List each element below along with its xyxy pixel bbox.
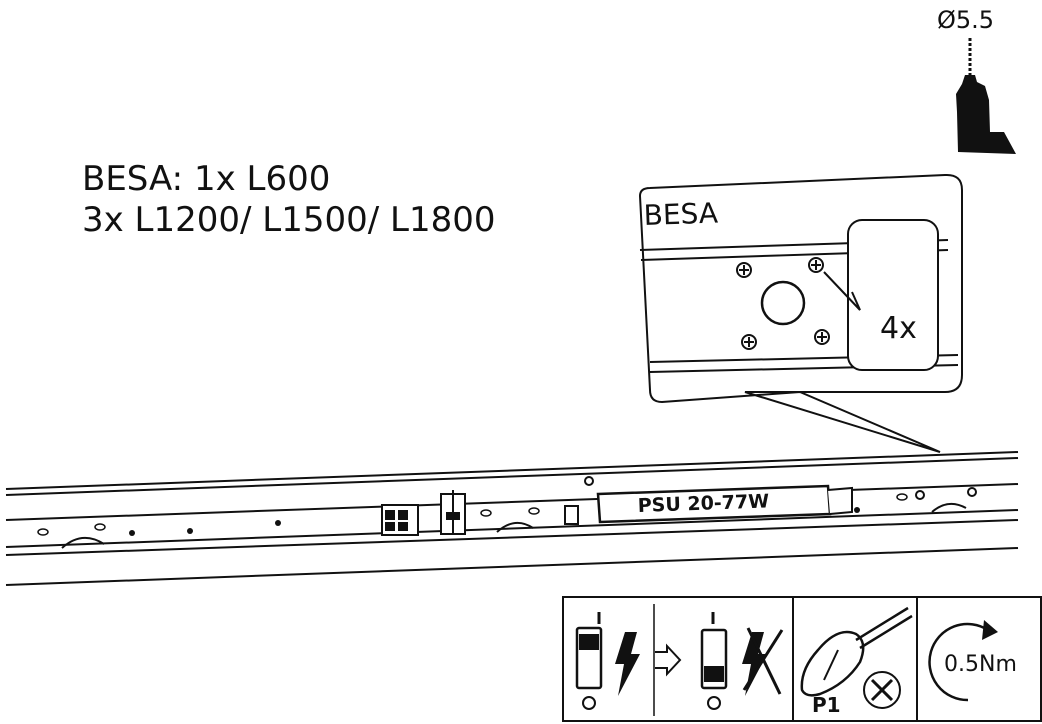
instruction-icon-strip: P1 0.5Nm bbox=[562, 596, 1042, 722]
psu-label: PSU 20-77W bbox=[637, 490, 769, 517]
arrow-right-icon bbox=[655, 643, 682, 677]
drill-icon: Ø5.5 bbox=[937, 6, 1016, 154]
center-hole bbox=[760, 280, 806, 326]
mount-screw-icon bbox=[736, 262, 752, 278]
mount-screw-icon bbox=[808, 257, 824, 273]
screw-count-label: 4x bbox=[880, 311, 917, 346]
screwdriver-label: P1 bbox=[812, 693, 841, 717]
title-line-2: 3x L1200/ L1500/ L1800 bbox=[82, 200, 496, 240]
title-line-1: BESA: 1x L600 bbox=[82, 159, 330, 199]
mount-screw-icon bbox=[741, 334, 757, 350]
power-on-icon bbox=[575, 612, 640, 710]
power-off-icon bbox=[700, 612, 784, 710]
detail-besa-label: BESA bbox=[643, 196, 718, 232]
terminal-block bbox=[440, 490, 466, 535]
count-badge bbox=[847, 219, 939, 371]
psu-driver: PSU 20-77W bbox=[564, 484, 853, 525]
torque-icon: 0.5Nm bbox=[928, 620, 1017, 702]
torque-label: 0.5Nm bbox=[944, 652, 1017, 677]
drill-size-label: Ø5.5 bbox=[937, 6, 994, 34]
besa-detail-callout: BESA 4x bbox=[638, 173, 963, 453]
luminaire-body: PSU 20-77W bbox=[5, 451, 1019, 586]
mount-screw-icon bbox=[814, 329, 830, 345]
screwdriver-icon: P1 bbox=[800, 606, 913, 717]
wire-connector bbox=[381, 504, 419, 536]
